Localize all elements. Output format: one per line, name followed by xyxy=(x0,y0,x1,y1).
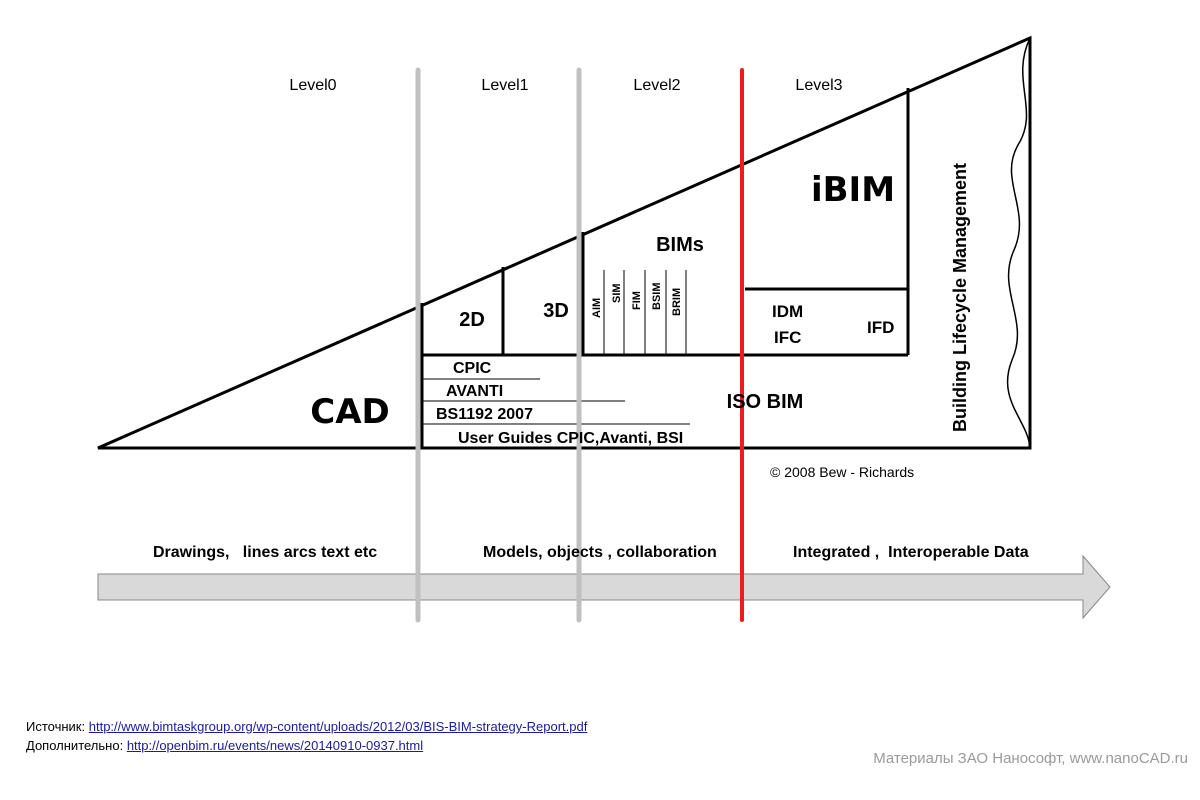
maturity-triangle xyxy=(97,35,1032,450)
standard-cpic: CPIC xyxy=(453,360,492,377)
copyright: © 2008 Bew - Richards xyxy=(770,464,914,480)
level-0-label: Level0 xyxy=(289,77,336,94)
bims-item-brim: BRIM xyxy=(671,288,683,316)
level-2-label: Level2 xyxy=(633,77,680,94)
arrow-label-integrated: Integrated , Interoperable Data xyxy=(793,544,1029,561)
bims-item-bsim: BSIM xyxy=(651,283,663,311)
standard-bs1192: BS1192 2007 xyxy=(436,406,533,423)
source-label: Источник: xyxy=(26,719,86,734)
iso-bim-label: ISO BIM xyxy=(727,391,804,413)
wavy-edge xyxy=(1006,37,1031,449)
progress-arrow xyxy=(97,554,1111,620)
blm-label: Building Lifecycle Management xyxy=(950,163,970,432)
standard-user-guides: User Guides CPIC,Avanti, BSI xyxy=(458,430,683,447)
extra-link[interactable]: http://openbim.ru/events/news/20140910-0… xyxy=(126,738,424,753)
level-1-label: Level1 xyxy=(481,77,528,94)
source-line: Источник: http://www.bimtaskgroup.org/wp… xyxy=(26,719,587,734)
nanocad-credit: Материалы ЗАО Нанософт, www.nanoCAD.ru xyxy=(873,750,1188,767)
label-2d: 2D xyxy=(459,309,485,331)
bims-label: BIMs xyxy=(656,234,704,256)
idm-label: IDM xyxy=(772,302,803,321)
extra-line: Дополнительно: http://openbim.ru/events/… xyxy=(26,738,423,753)
extra-label: Дополнительно: xyxy=(26,738,124,753)
bims-item-sim: SIM xyxy=(611,283,623,303)
ifc-label: IFC xyxy=(774,328,801,347)
ibim-label: iBIM xyxy=(811,170,895,210)
ifd-label: IFD xyxy=(867,318,894,337)
cad-label: CAD xyxy=(310,392,390,432)
label-3d: 3D xyxy=(543,300,569,322)
level-3-label: Level3 xyxy=(795,77,842,94)
bims-item-aim: AIM xyxy=(591,298,603,318)
bims-item-fim: FIM xyxy=(631,291,643,310)
arrow-label-models: Models, objects , collaboration xyxy=(483,544,717,561)
standard-avanti: AVANTI xyxy=(446,383,503,400)
arrow-label-drawings: Drawings, lines arcs text etc xyxy=(153,544,377,561)
source-link[interactable]: http://www.bimtaskgroup.org/wp-content/u… xyxy=(88,719,588,734)
